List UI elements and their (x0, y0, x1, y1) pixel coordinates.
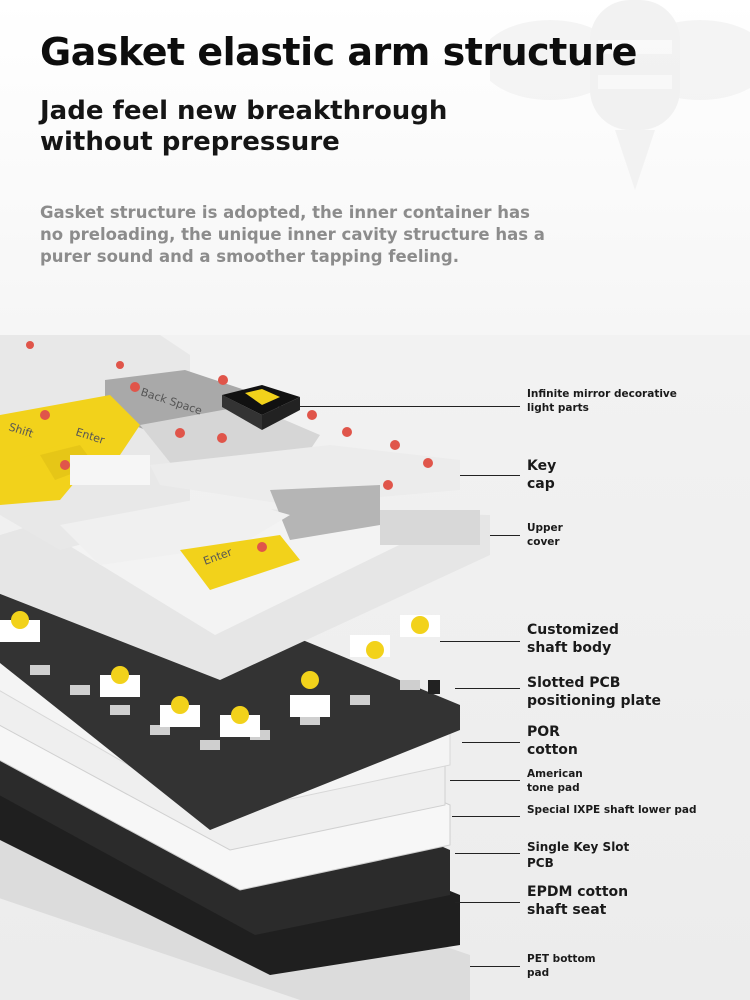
page-description: Gasket structure is adopted, the inner c… (40, 203, 545, 266)
callout-key-cap: Key cap (527, 458, 557, 492)
callout-epdm-cotton: EPDM cotton shaft seat (527, 884, 629, 918)
keyboard-exploded-illustration: Enter Shift Back Space Enter (0, 335, 490, 1000)
callout-shaft-body: Customized shaft body (527, 622, 619, 656)
callout-leader (452, 816, 520, 817)
callout-leader (455, 688, 520, 689)
callout-upper-cover: Upper cover (527, 522, 563, 548)
callout-por-cotton: POR cotton (527, 724, 578, 758)
callout-leader (460, 475, 520, 476)
callout-leader (455, 902, 520, 903)
callout-tone-pad: American tone pad (527, 768, 583, 794)
callout-leader (278, 406, 520, 407)
callout-leader (440, 641, 520, 642)
callout-leader (455, 853, 520, 854)
callout-pet-bottom-pad: PET bottom pad (527, 953, 596, 979)
page-subtitle: Jade feel new breakthrough without prepr… (40, 96, 448, 157)
exploded-view: Enter Shift Back Space Enter Infinite mi… (0, 335, 750, 1000)
page-title: Gasket elastic arm structure (40, 30, 637, 74)
header-section: Gasket elastic arm structure Jade feel n… (0, 0, 750, 335)
callout-leader (470, 966, 520, 967)
callout-mirror-light: Infinite mirror decorative light parts (527, 388, 677, 414)
callout-leader (490, 535, 520, 536)
slotted-plate-layer (0, 586, 460, 830)
callout-ixpe-pad: Special IXPE shaft lower pad (527, 804, 697, 816)
infinite-mirror-light-part (222, 385, 300, 430)
bee-watermark-icon (490, 0, 750, 190)
callout-leader (450, 780, 520, 781)
callout-single-key-pcb: Single Key Slot PCB (527, 840, 630, 870)
callout-leader (462, 742, 520, 743)
callout-pcb-plate: Slotted PCB positioning plate (527, 675, 661, 709)
